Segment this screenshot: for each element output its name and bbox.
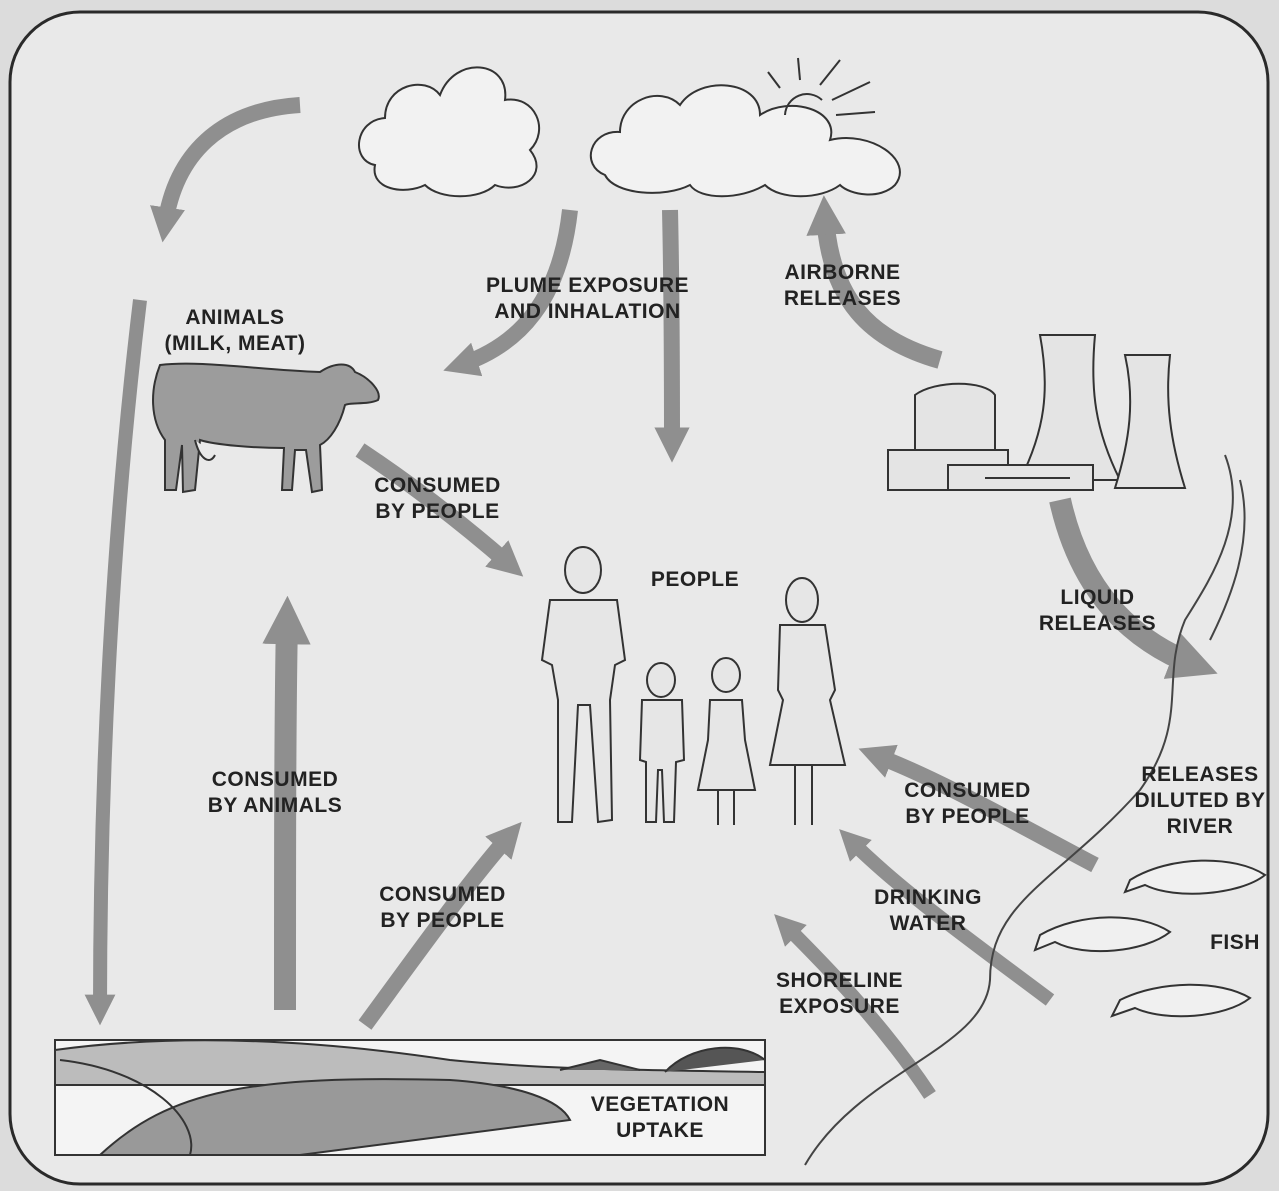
- label-people: PEOPLE: [630, 567, 760, 593]
- man-icon: [540, 546, 627, 824]
- label-line: SHORELINE: [775, 969, 903, 992]
- arrow-fish-to-people: [858, 744, 1099, 873]
- arrow-water-to-people: [839, 829, 1055, 1006]
- label-consumed-by-people-vegetation: CONSUMED BY PEOPLE: [355, 882, 530, 934]
- label-releases-diluted-by-river: RELEASES DILUTED BY RIVER: [1125, 762, 1275, 840]
- fish-icon: [1110, 983, 1252, 1018]
- arrow-animals-to-people: [355, 443, 524, 577]
- label-line: RELEASES: [1141, 763, 1259, 786]
- cow-icon: [152, 362, 380, 494]
- label-plume-exposure: PLUME EXPOSURE AND INHALATION: [455, 273, 720, 325]
- label-line: CONSUMED: [374, 474, 501, 497]
- label-line: VEGETATION: [590, 1093, 730, 1116]
- sun-icon: [767, 57, 876, 116]
- girl-icon: [696, 657, 757, 825]
- label-consumed-by-people-animals: CONSUMED BY PEOPLE: [350, 473, 525, 525]
- arrow-vegetation-to-people: [358, 821, 522, 1030]
- label-line: BY PEOPLE: [905, 805, 1030, 828]
- label-liquid-releases: LIQUID RELEASES: [1020, 585, 1175, 637]
- label-line: BY PEOPLE: [380, 909, 505, 932]
- label-line: BY PEOPLE: [375, 500, 500, 523]
- label-line: BY ANIMALS: [207, 794, 343, 817]
- label-line: WATER: [889, 912, 967, 935]
- label-line: RELEASES: [783, 287, 902, 310]
- label-line: CONSUMED: [379, 883, 506, 906]
- cloud-icon: [589, 84, 901, 198]
- arrow-plume-to-people: [654, 209, 690, 463]
- label-line: DRINKING: [874, 886, 982, 909]
- arrow-sky-to-vegetation: [84, 299, 147, 1026]
- arrow-cloud-to-animals: [150, 97, 301, 243]
- label-line: LIQUID: [1060, 586, 1135, 609]
- cloud-icon: [358, 66, 541, 198]
- arrow-vegetation-to-animals: [262, 595, 311, 1011]
- arrow-shoreline-to-people: [774, 914, 936, 1099]
- label-line: UPTAKE: [616, 1119, 704, 1142]
- label-shoreline-exposure: SHORELINE EXPOSURE: [752, 968, 927, 1020]
- woman-icon: [768, 577, 847, 825]
- label-line: DILUTED BY: [1134, 789, 1266, 812]
- label-fish: FISH: [1195, 930, 1275, 956]
- label-line: AIRBORNE: [784, 261, 901, 284]
- label-line: PEOPLE: [650, 568, 740, 591]
- fish-icon: [1123, 859, 1267, 895]
- label-line: PLUME EXPOSURE: [485, 274, 690, 297]
- river-icon: [804, 454, 1246, 1166]
- label-line: RIVER: [1166, 815, 1234, 838]
- arrow-plant-to-air: [806, 195, 943, 369]
- label-drinking-water: DRINKING WATER: [858, 885, 998, 937]
- fish-icon: [1033, 916, 1172, 953]
- label-line: ANIMALS: [185, 306, 285, 329]
- arrow-plume-to-animals: [443, 209, 578, 377]
- diagram-border: [8, 10, 1270, 1186]
- label-animals: ANIMALS (MILK, MEAT): [140, 305, 330, 357]
- label-line: CONSUMED: [211, 768, 339, 791]
- label-vegetation-uptake: VEGETATION UPTAKE: [570, 1092, 750, 1144]
- power-plant-icon: [887, 334, 1187, 491]
- label-line: EXPOSURE: [779, 995, 900, 1018]
- arrow-plant-to-river: [1049, 497, 1218, 679]
- boy-icon: [638, 662, 686, 823]
- label-consumed-by-animals: CONSUMED BY ANIMALS: [180, 767, 370, 819]
- label-line: RELEASES: [1038, 612, 1157, 635]
- label-airborne-releases: AIRBORNE RELEASES: [760, 260, 925, 312]
- label-line: FISH: [1210, 931, 1260, 954]
- farmland-icon: [54, 1039, 766, 1156]
- label-line: CONSUMED: [904, 779, 1031, 802]
- label-line: AND INHALATION: [494, 300, 681, 323]
- label-line: (MILK, MEAT): [164, 332, 306, 355]
- label-consumed-by-people-fish: CONSUMED BY PEOPLE: [880, 778, 1055, 830]
